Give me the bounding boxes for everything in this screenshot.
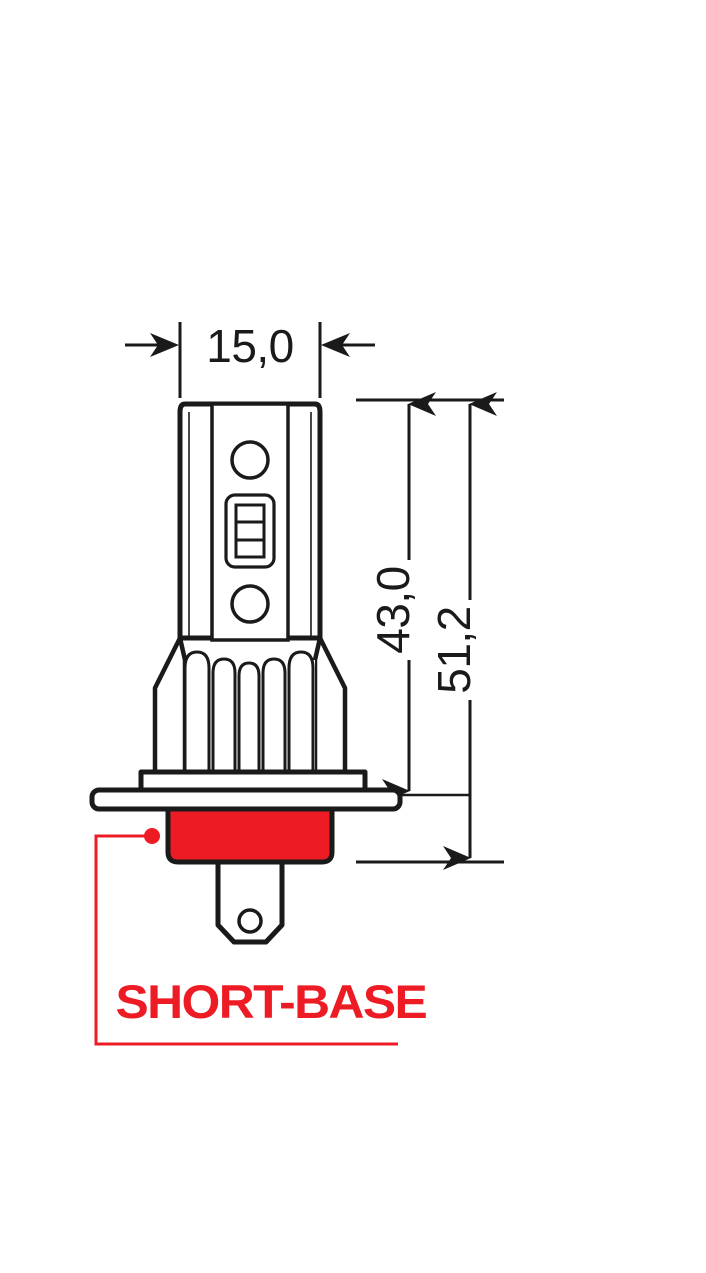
heatsink-fins <box>183 650 315 772</box>
dimension-label-height-total: 51,2 <box>428 606 480 694</box>
dimension-label-height-body: 43,0 <box>367 566 419 654</box>
bulb-part <box>89 401 403 945</box>
fin-5 <box>287 650 315 772</box>
fin-4 <box>261 657 287 772</box>
dimension-height-body: 43,0 <box>367 392 436 803</box>
width-arrow-right-head <box>321 333 350 357</box>
red-base <box>165 806 335 865</box>
shoulder-left <box>152 635 188 775</box>
fin-2 <box>211 657 237 772</box>
screw-hole-lower-icon <box>230 584 270 624</box>
screw-hole-upper-icon <box>230 440 270 480</box>
flange-plate <box>89 787 403 812</box>
shoulder-right <box>312 635 348 775</box>
connector-tab <box>215 859 285 945</box>
width-arrow-left-head <box>150 333 179 357</box>
led-chip-window <box>234 503 266 559</box>
callout-label-short-base: SHORT-BASE <box>116 976 427 1028</box>
fin-3 <box>237 661 261 772</box>
callout-leader <box>94 828 398 1046</box>
fin-1 <box>183 650 211 772</box>
dimension-width: 15,0 <box>125 320 375 398</box>
connector-tab-hole-icon <box>237 908 263 934</box>
dimension-height-total: 51,2 <box>428 392 497 870</box>
callout-leader-dot <box>144 828 160 844</box>
dimension-label-width: 15,0 <box>206 320 294 372</box>
callout-leader-line <box>94 834 398 1046</box>
